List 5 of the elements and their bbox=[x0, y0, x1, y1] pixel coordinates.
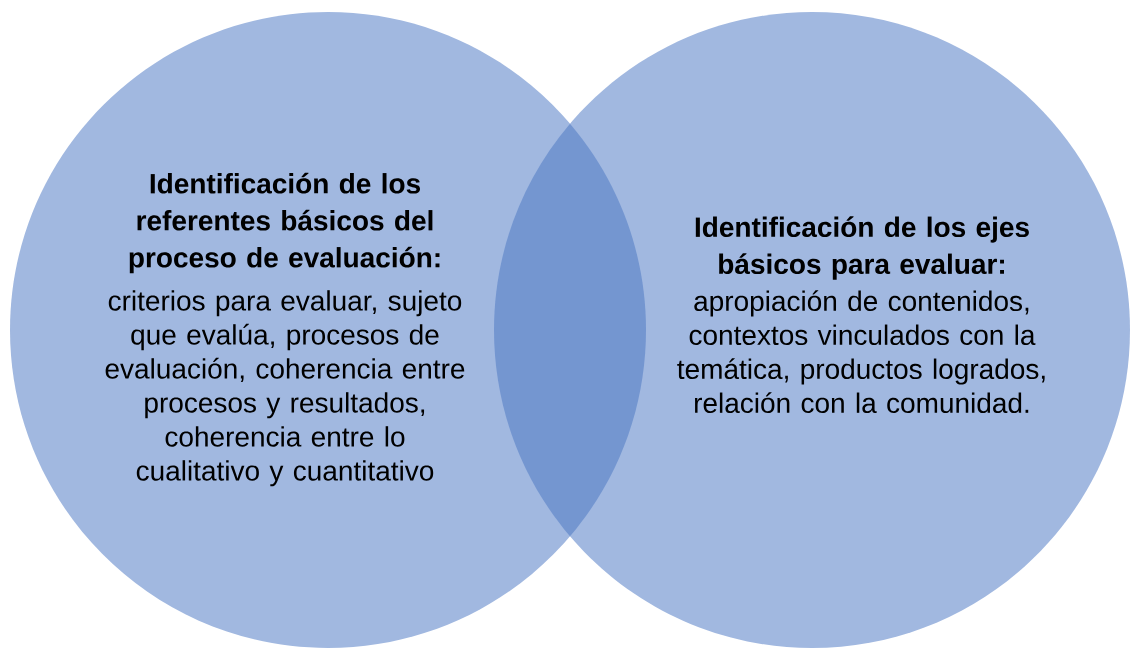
heading: Identificación de los ejes básicos para evaluar: bbox=[695, 216, 1029, 280]
body-text: criterios para evaluar, sujeto que evalúa, procesos de evaluación, coherencia entre procesos y resultados, coherencia entre lo cualitativo y cuantitativo bbox=[105, 290, 465, 487]
heading: Identificación de los referentes básicos del proceso de evaluación: bbox=[129, 172, 440, 274]
overlap-lens bbox=[494, 123, 646, 537]
body-text: apropiación de contenidos, contextos vinculados con la temática, productos logrados, relación con la comunidad. bbox=[677, 290, 1045, 414]
